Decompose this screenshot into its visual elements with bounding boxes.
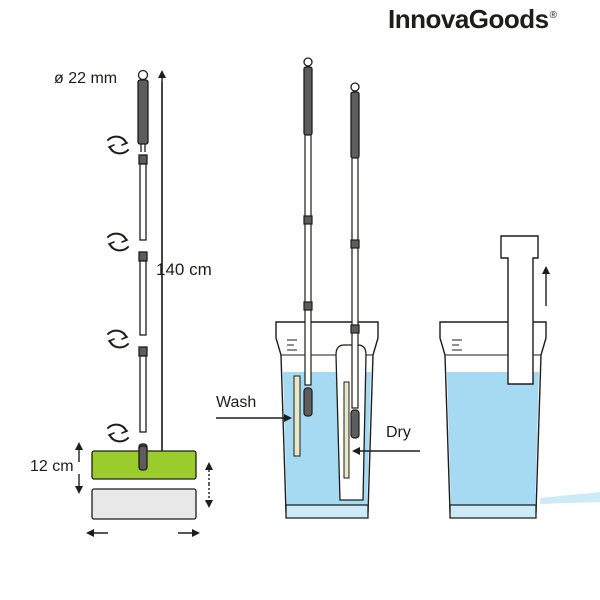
handle-joint [138,251,148,262]
pad-height-label: 12 cm [30,458,74,475]
rotate-twist-icon [107,232,129,252]
handle-joint [138,154,148,165]
brand-logo: InnovaGoods® [388,4,588,44]
dry-label: Dry [386,424,411,441]
wash-label: Wash [216,394,257,411]
water [447,372,539,510]
bucket-rinse [439,235,600,519]
telescopic-handle [137,69,149,471]
handle-segment [139,260,147,336]
handle-segment [139,163,147,241]
rotate-twist-icon [107,329,129,349]
handle-grip [137,79,149,145]
drain-water [540,492,600,504]
handle-segment [139,355,147,433]
rotate-twist-icon [107,423,129,443]
handle-joint [138,346,148,357]
handle-top-cap [137,69,149,81]
diameter-label: ø 22 mm [54,70,118,87]
lifted-insert [500,235,539,385]
registered-mark: ® [549,10,557,22]
brand-name: InnovaGoods [388,4,549,34]
bucket-wash-dry [275,57,379,519]
length-label: 140 cm [156,260,212,279]
pad-gray [91,488,197,520]
rotate-twist-icon [107,135,129,155]
